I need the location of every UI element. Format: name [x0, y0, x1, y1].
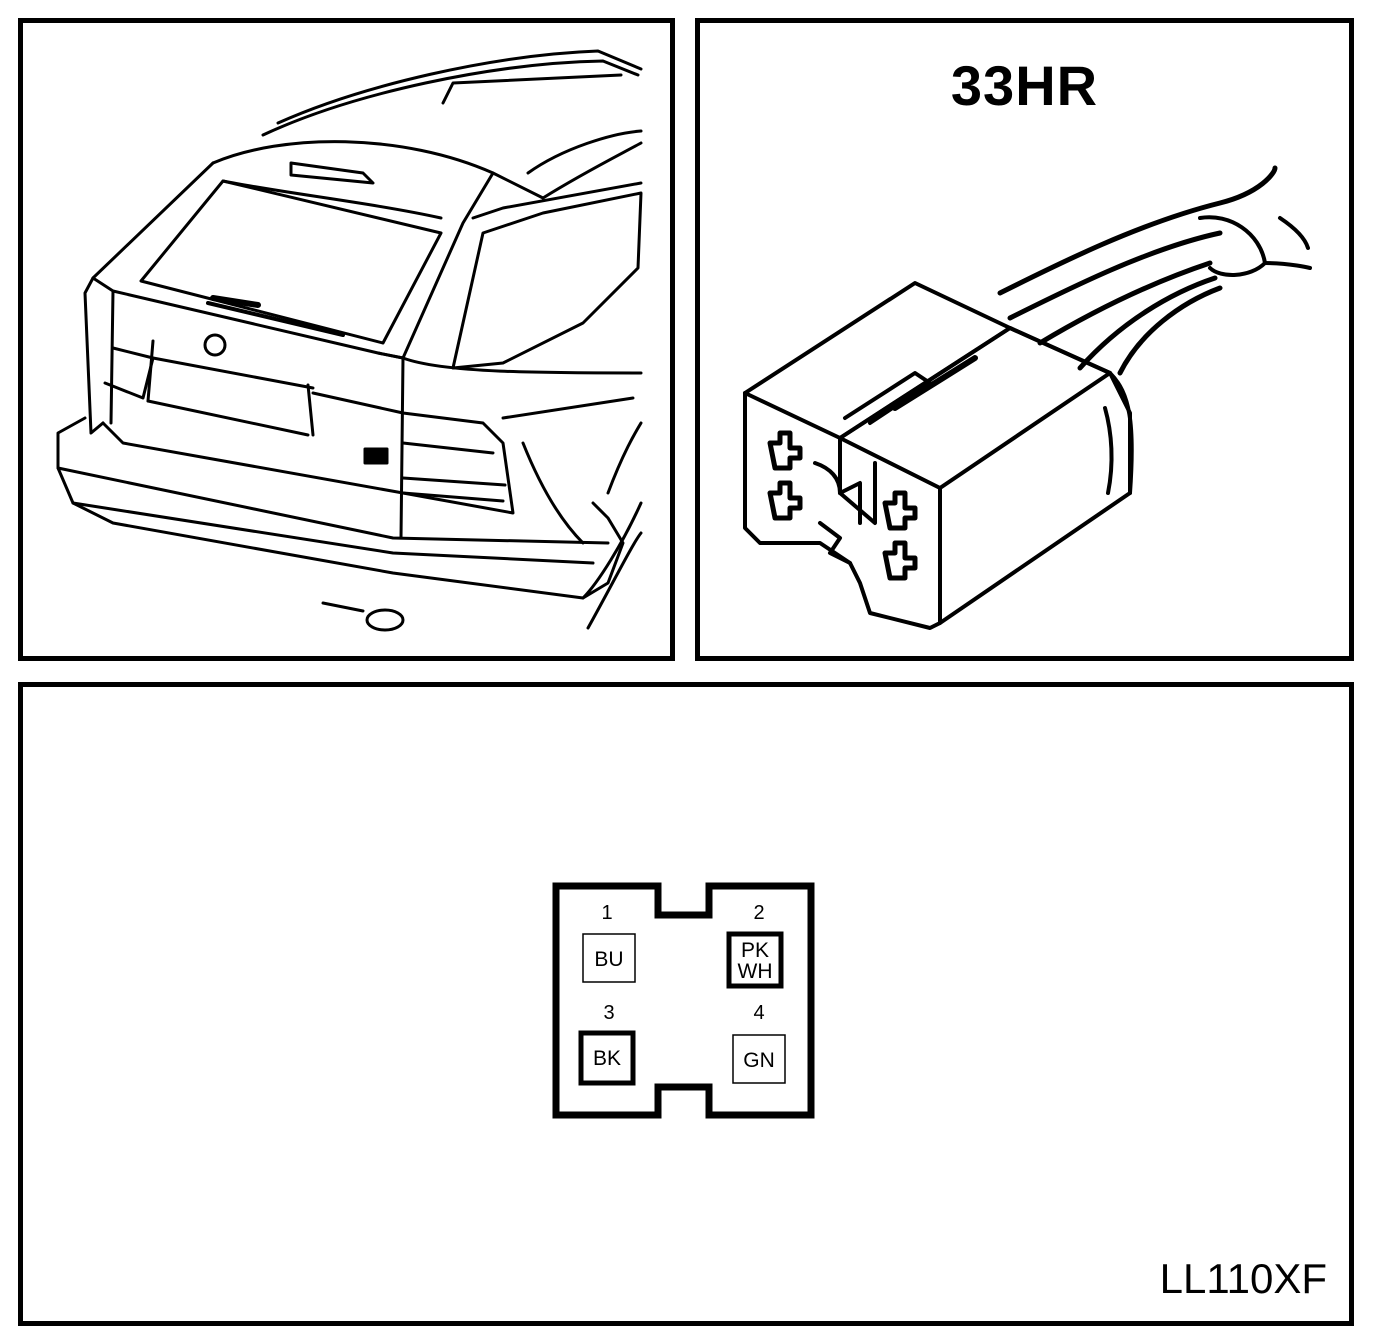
pin-3: 3 BK	[578, 1002, 636, 1086]
figure-code: LL110XF	[1159, 1255, 1327, 1302]
vehicle-location-panel	[18, 18, 675, 661]
connector-illustration	[743, 165, 1312, 630]
wire-color-label: BK	[593, 1047, 621, 1070]
pin-4: 4 GN	[732, 1002, 786, 1084]
pin-2: 2 PK WH	[726, 902, 784, 989]
pin-number: 4	[753, 1002, 764, 1024]
pin-number: 2	[753, 902, 764, 924]
wire-color-label: GN	[743, 1049, 775, 1072]
pin-number: 1	[601, 902, 612, 924]
pin-1: 1 BU	[582, 902, 636, 983]
wire-color-label: WH	[738, 960, 773, 983]
wire-color-label: BU	[594, 948, 623, 971]
vehicle-rear-illustration	[56, 49, 643, 632]
pinout-panel: 1 BU 2 PK WH 3 BK 4 GN LL110XF	[18, 682, 1354, 1326]
pin-number: 3	[603, 1002, 614, 1024]
connector-face-diagram: 1 BU 2 PK WH 3 BK 4 GN	[552, 882, 815, 1119]
wire-color-label: PK	[741, 939, 769, 962]
connector-view-panel: 33HR	[695, 18, 1354, 661]
connector-title: 33HR	[950, 54, 1099, 117]
